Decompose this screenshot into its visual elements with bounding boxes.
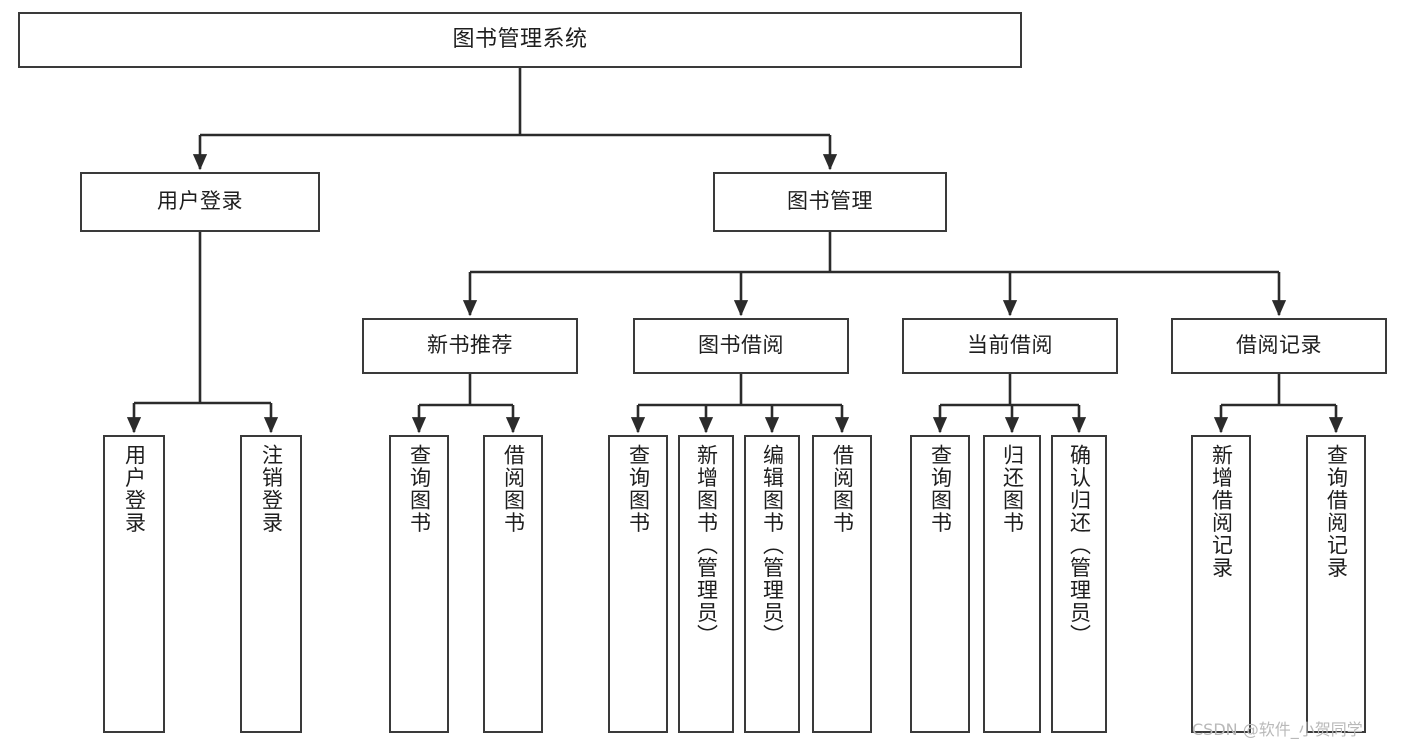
node-leaf-newbook-borrow-book[interactable]: 借阅图书 — [483, 435, 543, 733]
node-leaf-current-query-book-label: 查询图书 — [928, 444, 953, 534]
node-root[interactable]: 图书管理系统 — [18, 12, 1022, 68]
node-current-borrow-label: 当前借阅 — [967, 333, 1053, 358]
node-borrow-record-label: 借阅记录 — [1236, 333, 1322, 358]
node-leaf-record-query-label: 查询借阅记录 — [1324, 444, 1349, 579]
node-book-borrow-label: 图书借阅 — [698, 333, 784, 358]
node-leaf-borrow-query-book[interactable]: 查询图书 — [608, 435, 668, 733]
node-leaf-user-logout-label: 注销登录 — [259, 444, 284, 534]
node-book-management-module-label: 图书管理 — [787, 189, 873, 214]
node-borrow-record[interactable]: 借阅记录 — [1171, 318, 1387, 374]
node-leaf-borrow-borrow-book[interactable]: 借阅图书 — [812, 435, 872, 733]
node-leaf-user-logout[interactable]: 注销登录 — [240, 435, 302, 733]
node-leaf-borrow-borrow-book-label: 借阅图书 — [830, 444, 855, 534]
node-leaf-borrow-add-book-label: 新增图书（管理员） — [694, 444, 719, 647]
node-book-borrow[interactable]: 图书借阅 — [633, 318, 849, 374]
node-leaf-borrow-query-book-label: 查询图书 — [626, 444, 651, 534]
node-leaf-newbook-query-book-label: 查询图书 — [407, 444, 432, 534]
node-new-book-recommend[interactable]: 新书推荐 — [362, 318, 578, 374]
node-leaf-newbook-borrow-book-label: 借阅图书 — [501, 444, 526, 534]
node-book-management-module[interactable]: 图书管理 — [713, 172, 947, 232]
node-leaf-current-return-book[interactable]: 归还图书 — [983, 435, 1041, 733]
node-root-label: 图书管理系统 — [452, 26, 588, 52]
node-leaf-current-confirm-return[interactable]: 确认归还（管理员） — [1051, 435, 1107, 733]
node-new-book-recommend-label: 新书推荐 — [427, 333, 513, 358]
node-user-login-module-label: 用户登录 — [157, 189, 243, 214]
node-leaf-current-confirm-return-label: 确认归还（管理员） — [1067, 444, 1092, 647]
node-leaf-user-login-label: 用户登录 — [122, 444, 147, 534]
node-leaf-current-query-book[interactable]: 查询图书 — [910, 435, 970, 733]
node-user-login-module[interactable]: 用户登录 — [80, 172, 320, 232]
node-leaf-record-query[interactable]: 查询借阅记录 — [1306, 435, 1366, 733]
node-leaf-record-add-label: 新增借阅记录 — [1209, 444, 1234, 579]
node-leaf-newbook-query-book[interactable]: 查询图书 — [389, 435, 449, 733]
node-leaf-borrow-edit-book[interactable]: 编辑图书（管理员） — [744, 435, 800, 733]
node-leaf-borrow-edit-book-label: 编辑图书（管理员） — [760, 444, 785, 647]
node-leaf-current-return-book-label: 归还图书 — [1000, 444, 1025, 534]
node-current-borrow[interactable]: 当前借阅 — [902, 318, 1118, 374]
node-leaf-borrow-add-book[interactable]: 新增图书（管理员） — [678, 435, 734, 733]
csdn-watermark: CSDN @软件_小贺同学 — [1192, 720, 1363, 739]
node-leaf-record-add[interactable]: 新增借阅记录 — [1191, 435, 1251, 733]
node-leaf-user-login[interactable]: 用户登录 — [103, 435, 165, 733]
